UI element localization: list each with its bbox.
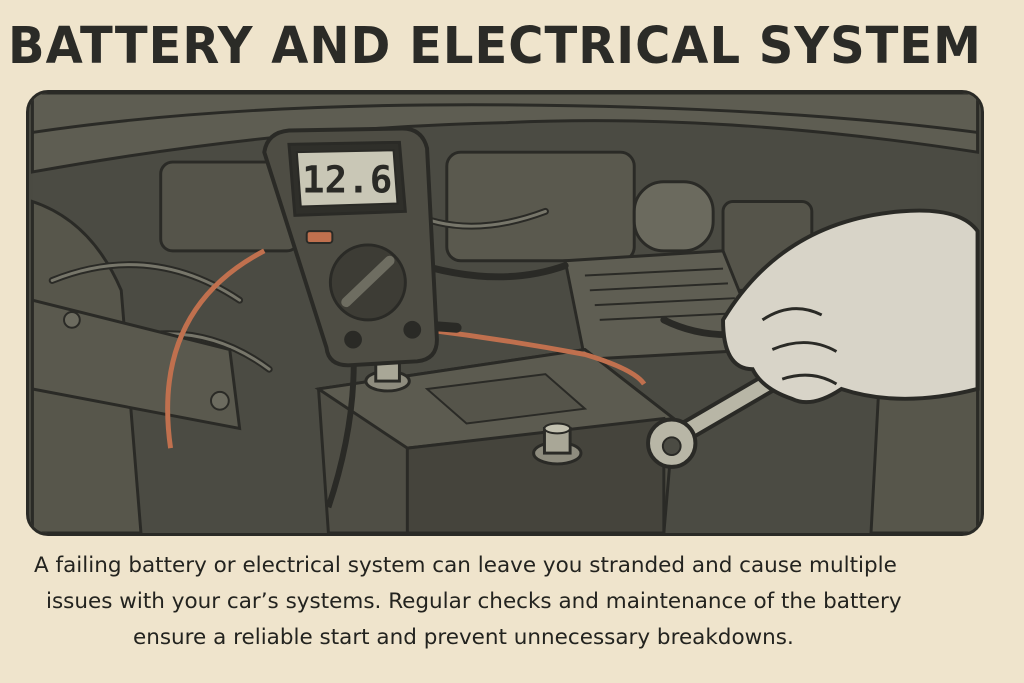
engine-bay-drawing: 12.6 (30, 93, 980, 533)
multimeter (262, 126, 439, 368)
caption-line: A failing battery or electrical system c… (34, 553, 897, 578)
caption-line: issues with your car’s systems. Regular … (46, 589, 902, 614)
caption-text: A failing battery or electrical system c… (20, 548, 1004, 656)
caption-line: ensure a reliable start and prevent unne… (133, 625, 794, 650)
engine-bay-illustration: 12.6 (26, 90, 984, 536)
multimeter-reading: 12.6 (302, 158, 392, 202)
page-title: BATTERY AND ELECTRICAL SYSTEM (8, 16, 982, 76)
